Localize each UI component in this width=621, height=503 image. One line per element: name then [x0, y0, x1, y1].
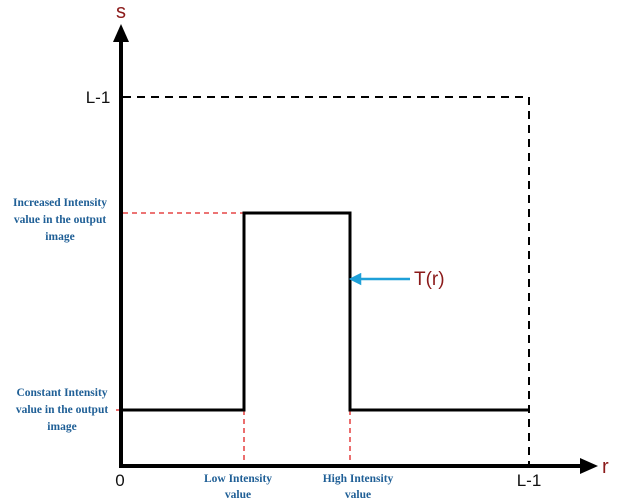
- x-axis-arrowhead: [580, 458, 598, 474]
- x-max-label: L-1: [517, 471, 542, 490]
- note-line: image: [45, 231, 74, 243]
- note-line: Increased Intensity: [13, 197, 107, 209]
- note-line: Low Intensity: [204, 473, 272, 485]
- y-max-label: L-1: [86, 88, 111, 107]
- note-line: Constant Intensity: [16, 387, 107, 399]
- origin-label: 0: [115, 471, 124, 490]
- note-line: High Intensity: [323, 473, 394, 485]
- high-intensity-note: High Intensity value: [323, 473, 394, 501]
- transformation-curve: [123, 211, 529, 412]
- low-intensity-note: Low Intensity value: [204, 473, 272, 501]
- note-line: value: [345, 489, 371, 501]
- x-axis-letter: r: [602, 456, 609, 478]
- function-label: T(r): [414, 269, 445, 290]
- note-line: value in the output: [16, 404, 109, 416]
- increased-intensity-note: Increased Intensity value in the output …: [13, 197, 107, 243]
- constant-intensity-note: Constant Intensity value in the output i…: [16, 387, 109, 433]
- y-axis-arrowhead: [113, 24, 129, 42]
- note-line: value in the output: [14, 214, 107, 226]
- note-line: image: [47, 421, 76, 433]
- y-axis-letter: s: [116, 1, 126, 23]
- note-line: value: [225, 489, 251, 501]
